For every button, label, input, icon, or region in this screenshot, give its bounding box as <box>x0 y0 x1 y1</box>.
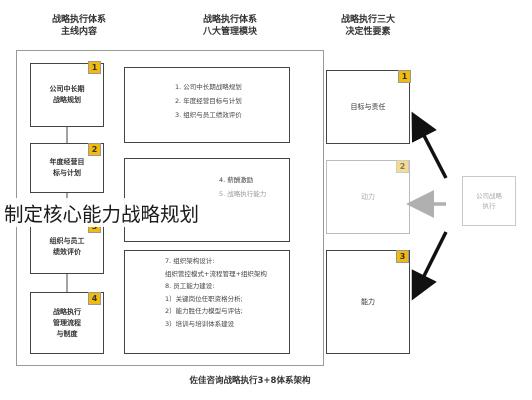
right-column-header: 战略执行三大 决定性要素 <box>340 15 395 37</box>
middle-panel-3-line-6: 3）培训与培训体系建设 <box>165 319 235 328</box>
middle-panel-3-line-1: 7. 组织架构设计: <box>165 257 215 265</box>
arrow-to-capability <box>411 231 448 301</box>
footer-caption: 佐佳咨询战略执行3+8体系架构 <box>189 376 311 386</box>
middle-panel-1-line-3: 3. 组织与员工绩效评价 <box>175 111 242 119</box>
left-box-performance-text: 组织与员工 绩效评价 <box>49 237 85 256</box>
middle-panel-1-line-1: 1. 公司中长期战略规划 <box>175 83 242 91</box>
left-box-strategy-text: 公司中长期 战略规划 <box>49 85 85 104</box>
left-column-header: 战略执行体系 主线内容 <box>51 15 106 37</box>
middle-panel-3-line-4: 1）关键岗位任职资格分析; <box>165 294 243 303</box>
right-badge-2: 2 <box>396 160 409 173</box>
right-box-goals-responsibility: 目标与责任 <box>326 70 410 144</box>
left-box-process-text: 战略执行 管理流程 与制度 <box>53 307 81 338</box>
right-box-capability: 能力 <box>326 250 410 354</box>
middle-panel-3-line-3: 8. 员工能力建设: <box>165 282 215 290</box>
left-badge-4: 4 <box>88 292 101 305</box>
middle-panel-3-line-2: 组织管控模式+流程管理+组织架构 <box>165 269 267 278</box>
left-box-annual-goals-text: 年度经营目 标与计划 <box>49 158 85 177</box>
middle-panel-3-line-5: 2）能力胜任力模型与评估; <box>165 307 243 315</box>
middle-column-header: 战略执行体系 八大管理模块 <box>202 15 257 37</box>
right-box-goals-responsibility-text: 目标与责任 <box>350 103 386 111</box>
overlay-caption: 制定核心能力战略规划 <box>2 198 202 227</box>
right-badge-1: 1 <box>398 70 411 83</box>
right-badge-3: 3 <box>396 250 409 263</box>
middle-panel-1: 1. 公司中长期战略规划 2. 年度经营目标与计划 3. 组织与员工绩效评价 <box>124 67 290 143</box>
left-badge-1: 1 <box>88 61 101 74</box>
right-box-capability-text: 能力 <box>361 298 375 306</box>
middle-panel-1-line-2: 2. 年度经营目标与计划 <box>175 97 242 105</box>
source-box-strategy-execution: 公司战略 执行 <box>462 176 516 226</box>
middle-panel-2-line-2: 5. 战略执行能力 <box>219 190 267 198</box>
left-badge-2: 2 <box>88 143 101 156</box>
source-box-text: 公司战略 执行 <box>476 192 502 210</box>
middle-panel-3: 7. 组织架构设计: 组织管控模式+流程管理+组织架构 8. 员工能力建设: 1… <box>124 250 290 354</box>
arrow-to-goals <box>411 111 448 179</box>
right-box-motivation-text: 动力 <box>361 193 375 201</box>
middle-panel-2-line-1: 4. 薪酬激励 <box>219 176 254 184</box>
